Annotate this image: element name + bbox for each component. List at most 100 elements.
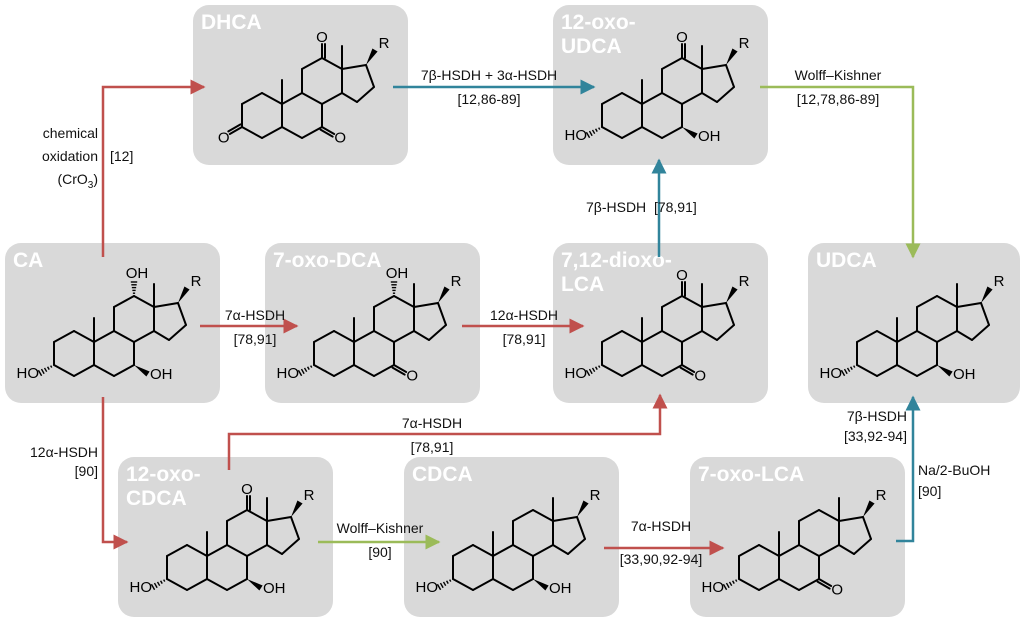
bond	[73, 364, 95, 377]
reaction-arrows	[101, 79, 921, 556]
bond	[512, 544, 534, 557]
wedge-bond	[178, 286, 190, 303]
label-12a-hsdh-7oxo-ref: [78,91]	[503, 331, 546, 347]
bond	[261, 92, 283, 105]
bond	[341, 92, 358, 103]
compound-title-7-oxo-dca: 7-oxo-DCA	[273, 249, 382, 272]
reaction-labels: chemical oxidation [12] (CrO3) 7β-HSDH +…	[30, 67, 990, 567]
bond	[261, 126, 283, 139]
label-wolff-kishner-top-ref: [12,78,86-89]	[797, 91, 880, 107]
bond	[758, 578, 780, 591]
atom-label: OH	[150, 366, 173, 383]
bond	[281, 538, 300, 555]
bond	[681, 92, 703, 105]
label-chemical-oxidation-ref: [12]	[110, 148, 133, 164]
bond	[186, 578, 208, 591]
bond	[290, 516, 300, 540]
bond	[113, 295, 135, 308]
bond	[621, 364, 643, 377]
hash-bond	[156, 581, 161, 587]
bond	[206, 578, 228, 591]
hash-bond	[43, 367, 48, 373]
compound-title-7-oxo-lca: 7-oxo-LCA	[698, 463, 804, 486]
hash-bond	[728, 581, 733, 587]
wedge-bond	[937, 365, 953, 377]
bond	[621, 126, 643, 139]
label-wolff-kishner-bottom-ref: [90]	[368, 544, 391, 560]
atom-label: O	[406, 368, 418, 385]
label-7a-hsdh-ca: 7α-HSDH	[225, 307, 285, 323]
atom-label: HO	[416, 579, 439, 596]
hash-bond	[722, 583, 728, 591]
hash-bond	[840, 369, 846, 377]
hash-bond	[849, 366, 853, 370]
hash-bond	[598, 365, 601, 368]
atom-label: O	[694, 368, 706, 385]
bond	[281, 92, 303, 105]
atom-label: R	[379, 35, 390, 52]
bond	[246, 509, 268, 522]
bond	[166, 544, 188, 557]
bond	[321, 57, 343, 70]
bond	[73, 330, 95, 343]
bond	[681, 364, 696, 373]
bond	[393, 330, 415, 343]
label-7a-hsdh-ca-ref: [78,91]	[234, 331, 277, 347]
bond	[241, 92, 263, 105]
atom-label: OH	[953, 366, 976, 383]
bond	[853, 538, 872, 555]
bond	[936, 330, 958, 343]
bond	[393, 364, 408, 373]
bond	[373, 364, 395, 377]
hash-bond	[594, 128, 598, 132]
bond	[601, 330, 623, 343]
arrow-ca-to-dhca	[101, 79, 206, 257]
label-7b-hsdh-udca-ref: [33,92-94]	[844, 428, 907, 444]
wedge-bond	[726, 48, 738, 65]
bond	[681, 57, 703, 70]
bond	[301, 126, 323, 139]
label-oxidation: oxidation	[42, 148, 98, 164]
bond	[661, 364, 683, 377]
bond	[226, 578, 248, 591]
atom-label: OH	[698, 128, 721, 145]
hash-bond	[445, 580, 449, 584]
hash-bond	[40, 368, 45, 375]
bond	[641, 330, 663, 343]
bond	[641, 126, 663, 139]
compound-title-cdca: CDCA	[412, 463, 473, 486]
bond	[133, 330, 155, 343]
bond	[391, 366, 406, 376]
bond	[301, 57, 323, 70]
atom-label: R	[994, 273, 1005, 290]
atom-label: HO	[277, 365, 300, 382]
bond	[552, 544, 569, 555]
atom-label: R	[739, 273, 750, 290]
bond	[701, 64, 727, 70]
bond	[576, 516, 586, 540]
bond	[916, 364, 938, 377]
atom-label: O	[316, 29, 328, 46]
compound-title-dhca: DHCA	[201, 11, 262, 34]
bond	[862, 516, 872, 540]
wedge-bond	[291, 500, 303, 517]
hash-bond	[50, 365, 53, 368]
bond	[281, 126, 303, 139]
bond	[738, 578, 760, 591]
hash-bond	[449, 579, 452, 582]
arrow-ca-to-12-oxo-cdca	[101, 397, 129, 550]
bond	[838, 544, 855, 555]
bond	[679, 366, 694, 376]
hash-bond	[594, 366, 598, 370]
label-7b-3a-hsdh-ref: [12,86-89]	[457, 91, 520, 107]
bond	[53, 330, 75, 343]
atom-label: HO	[130, 579, 153, 596]
atom-label: HO	[702, 579, 725, 596]
bond	[725, 302, 735, 326]
